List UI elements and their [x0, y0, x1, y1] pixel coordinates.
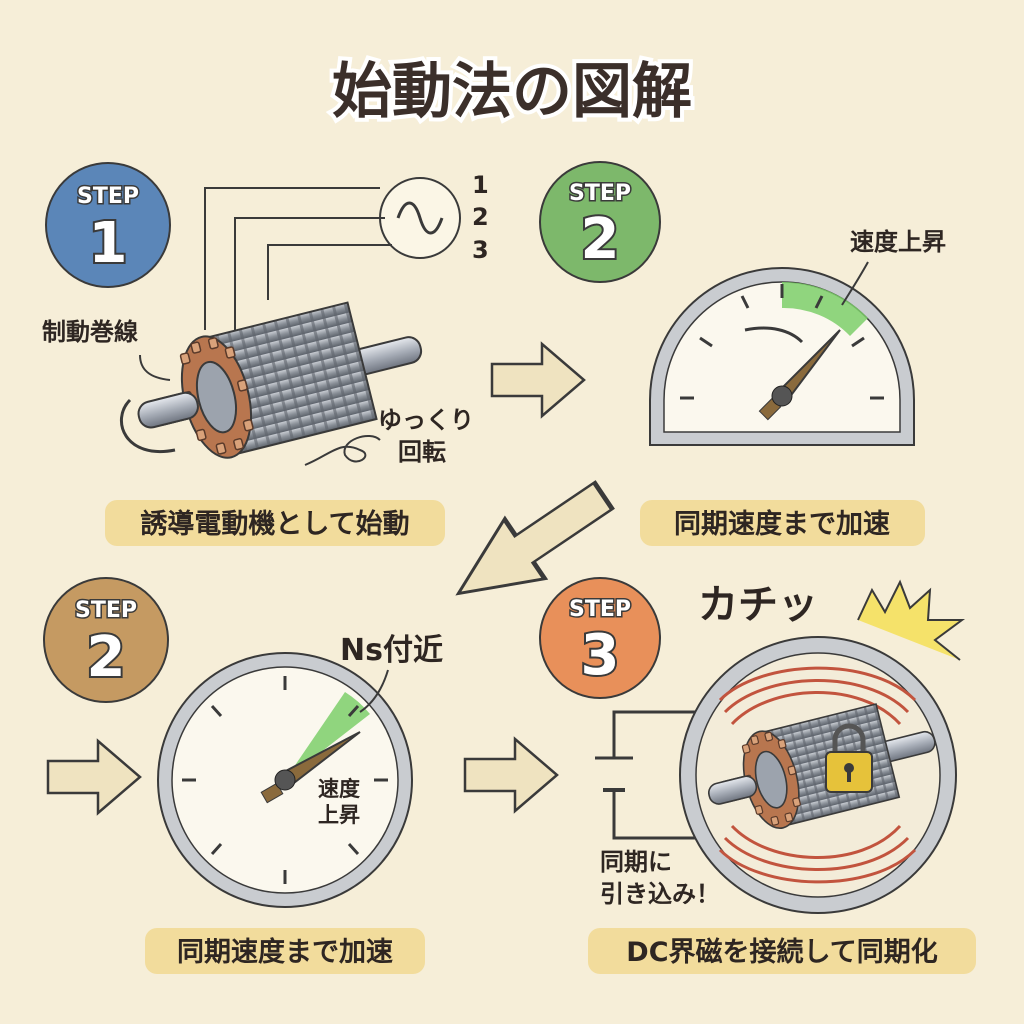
- svg-text:STEP: STEP: [569, 181, 631, 206]
- speed-up-label-1: 速度: [318, 777, 360, 801]
- step2-panel: STEP 2 速度上昇 同期速度まで加速: [539, 161, 946, 546]
- speed-gauge-ns: [157, 652, 413, 908]
- pull-in-label-1: 同期に: [600, 848, 672, 876]
- step3-badge: STEP 3: [539, 577, 661, 699]
- slow-rotation-label-2: 回転: [398, 438, 446, 466]
- right-arrow-icon: [463, 737, 559, 813]
- step1-badge: STEP 1: [45, 162, 171, 288]
- svg-text:3: 3: [581, 623, 620, 688]
- speed-gauge: [649, 267, 915, 446]
- page-title: 始動法の図解: [332, 57, 692, 127]
- phase-label-2: 2: [472, 203, 489, 231]
- step2b-badge: STEP 2: [43, 577, 169, 703]
- step1-panel: STEP 1 1 2 3 制動巻線 ゆっくり 回転 誘導電動機として始動: [42, 162, 489, 546]
- right-arrow-icon: [490, 342, 586, 418]
- svg-text:1: 1: [89, 211, 128, 276]
- lock-icon: [825, 723, 873, 793]
- step1-caption: 誘導電動機として始動: [140, 508, 409, 540]
- ns-near-label: Ns付近: [340, 633, 443, 668]
- click-sound-label: カチッ: [698, 582, 818, 628]
- rotation-arrow-icon: [744, 326, 804, 344]
- step2-caption: 同期速度まで加速: [674, 508, 890, 540]
- svg-text:2: 2: [581, 207, 620, 272]
- phase-label-1: 1: [472, 171, 489, 199]
- pointer-arrow-icon: [139, 354, 171, 381]
- speed-up-label: 速度上昇: [850, 228, 946, 256]
- rotor-motor-icon: [122, 285, 437, 478]
- step3-panel: STEP 3 カチッ 同期に 引き込み！ DC界磁を接続して同期化: [539, 577, 976, 974]
- synchronous-machine: [679, 636, 957, 914]
- svg-text:STEP: STEP: [77, 184, 139, 209]
- slow-rotation-squiggle-icon: [304, 435, 381, 466]
- step2b-caption: 同期速度まで加速: [177, 936, 393, 968]
- phase-label-3: 3: [472, 236, 489, 264]
- right-arrow-icon: [46, 739, 142, 815]
- step3-caption: DC界磁を接続して同期化: [626, 937, 937, 968]
- impact-burst-icon: [857, 579, 966, 661]
- pull-in-label-2: 引き込み！: [600, 880, 720, 908]
- damper-winding-label: 制動巻線: [42, 318, 138, 346]
- slow-rotation-label-1: ゆっくり: [378, 406, 474, 434]
- svg-text:STEP: STEP: [75, 598, 137, 623]
- speed-up-label-2: 上昇: [318, 803, 360, 827]
- svg-text:2: 2: [87, 625, 126, 690]
- dc-battery-icon: [595, 710, 705, 840]
- step2-badge: STEP 2: [539, 161, 661, 283]
- ac-source-icon: [204, 177, 461, 330]
- step2b-panel: STEP 2 Ns付近 速度 上昇 同期速度まで加速: [43, 577, 443, 974]
- svg-text:STEP: STEP: [569, 597, 631, 622]
- rotation-arrow-icon: [120, 398, 176, 453]
